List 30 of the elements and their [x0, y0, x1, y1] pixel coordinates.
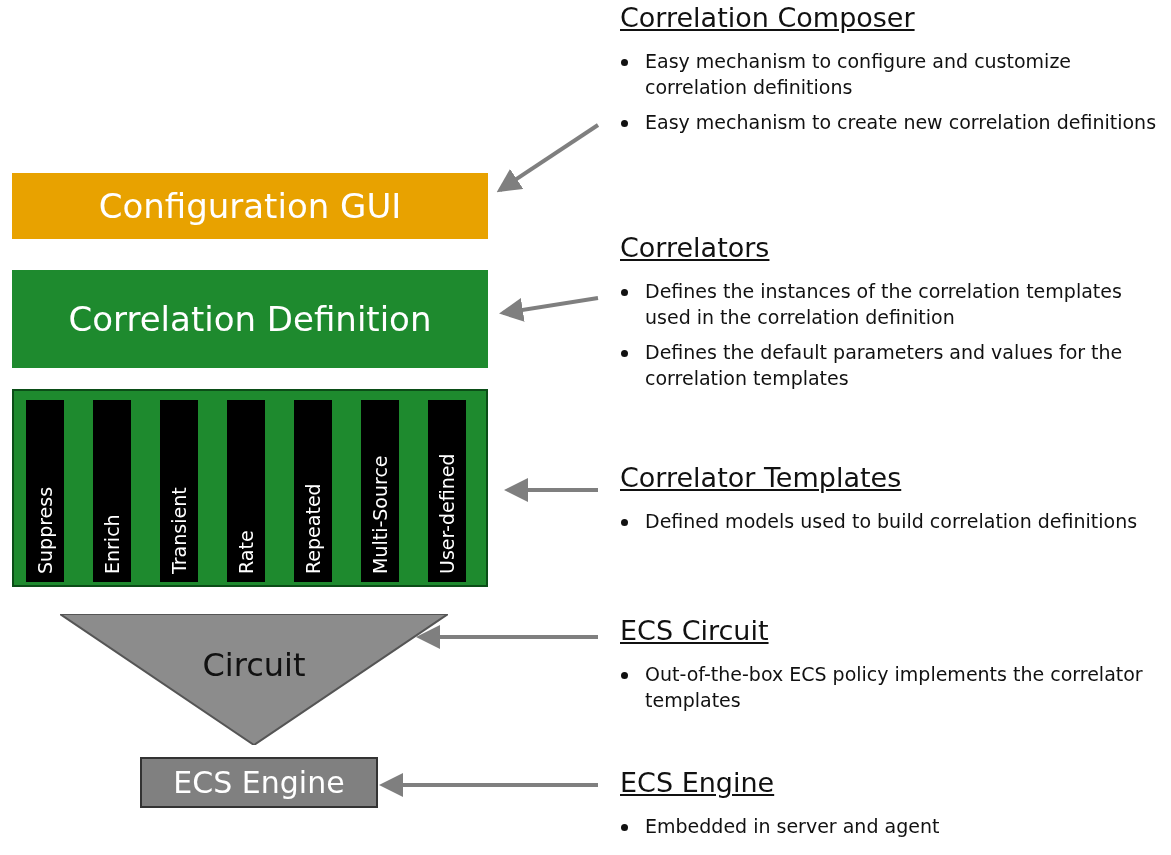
section-heading: Correlator Templates: [620, 462, 902, 493]
arrow: [504, 478, 598, 502]
section-heading: ECS Engine: [620, 767, 775, 798]
bullet-text: Defines the instances of the correlation templates used in the correlation definition: [645, 280, 1122, 328]
bullet-text: Embedded in server and agent: [645, 815, 940, 837]
template-panel: [12, 389, 488, 587]
section-heading: Correlation Composer: [620, 2, 915, 33]
bullet-text: Out-of-the-box ECS policy implements the correlator templates: [645, 663, 1143, 711]
template-bar: User-defined: [428, 400, 466, 582]
template-bar: Multi-Source: [361, 400, 399, 582]
template-bar: Rate: [227, 400, 265, 582]
template-bar: Suppress: [26, 400, 64, 582]
bullet-text: Defines the default parameters and values for the correlation templates: [645, 341, 1123, 389]
arrow: [499, 296, 599, 322]
arrow: [416, 625, 598, 649]
template-bar: Transient: [160, 400, 198, 582]
section-heading: Correlators: [620, 232, 770, 263]
circuit-label: Circuit: [201, 646, 307, 684]
arrow: [379, 773, 598, 797]
section-heading: ECS Circuit: [620, 615, 769, 646]
arrow: [496, 123, 600, 193]
layer-box: Correlation Definition: [12, 270, 488, 368]
layer-box: Configuration GUI: [12, 173, 488, 239]
layer-box: ECS Engine: [140, 757, 378, 808]
bullet-text: Easy mechanism to create new correlation definitions: [645, 111, 1157, 134]
bullet-text: Defined models used to build correlation definitions: [645, 510, 1138, 532]
circuit-triangle: [60, 614, 448, 745]
template-bar: Repeated: [294, 400, 332, 582]
template-bar: Enrich: [93, 400, 131, 582]
bullet-text: Easy mechanism to configure and customize correlation definitions: [645, 50, 1072, 98]
